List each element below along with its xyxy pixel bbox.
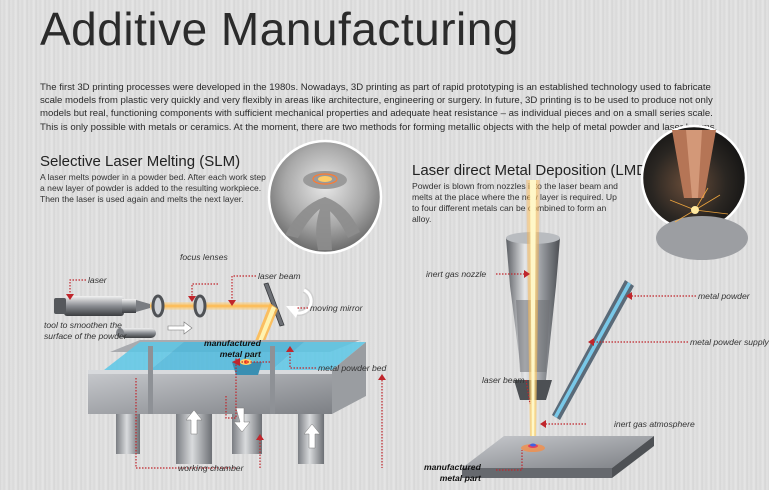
intro-paragraph: The first 3D printing processes were dev… xyxy=(40,82,718,133)
lmd-powder-pipe xyxy=(552,280,634,420)
lmd-nozzle xyxy=(506,180,560,440)
laser-source xyxy=(54,296,150,316)
label-metal-powder: metal powder xyxy=(698,291,750,301)
label-lmd-manufactured-part: manufactured metal part xyxy=(424,462,481,483)
label-slm-laser-beam: laser beam xyxy=(258,271,301,281)
label-focus-lenses: focus lenses xyxy=(180,252,228,262)
label-inert-gas-nozzle: inert gas nozzle xyxy=(426,269,487,279)
lmd-description: Powder is blown from nozzles into the la… xyxy=(412,181,618,224)
label-metal-powder-supply: metal powder supply xyxy=(690,337,769,347)
label-working-chamber: working chamber xyxy=(178,463,244,473)
slm-title: Selective Laser Melting (SLM) xyxy=(40,153,241,170)
label-laser: laser xyxy=(88,275,107,285)
lmd-base-plate xyxy=(462,436,654,478)
label-lmd-laser-beam: laser beam xyxy=(482,375,525,385)
slm-beam-horizontal xyxy=(150,302,272,310)
label-smoothing-tool: tool to smoothen the surface of the powd… xyxy=(44,320,127,341)
lmd-title: Laser direct Metal Deposition (LMD) xyxy=(412,162,653,179)
label-slm-manufactured-part: manufactured metal part xyxy=(204,338,261,359)
label-metal-powder-bed: metal powder bed xyxy=(318,363,387,373)
page-title: Additive Manufacturing xyxy=(40,3,519,55)
slm-description: A laser melts powder in a powder bed. Af… xyxy=(40,172,266,204)
label-moving-mirror: moving mirror xyxy=(310,303,363,313)
label-inert-gas-atmosphere: inert gas atmosphere xyxy=(614,419,695,429)
